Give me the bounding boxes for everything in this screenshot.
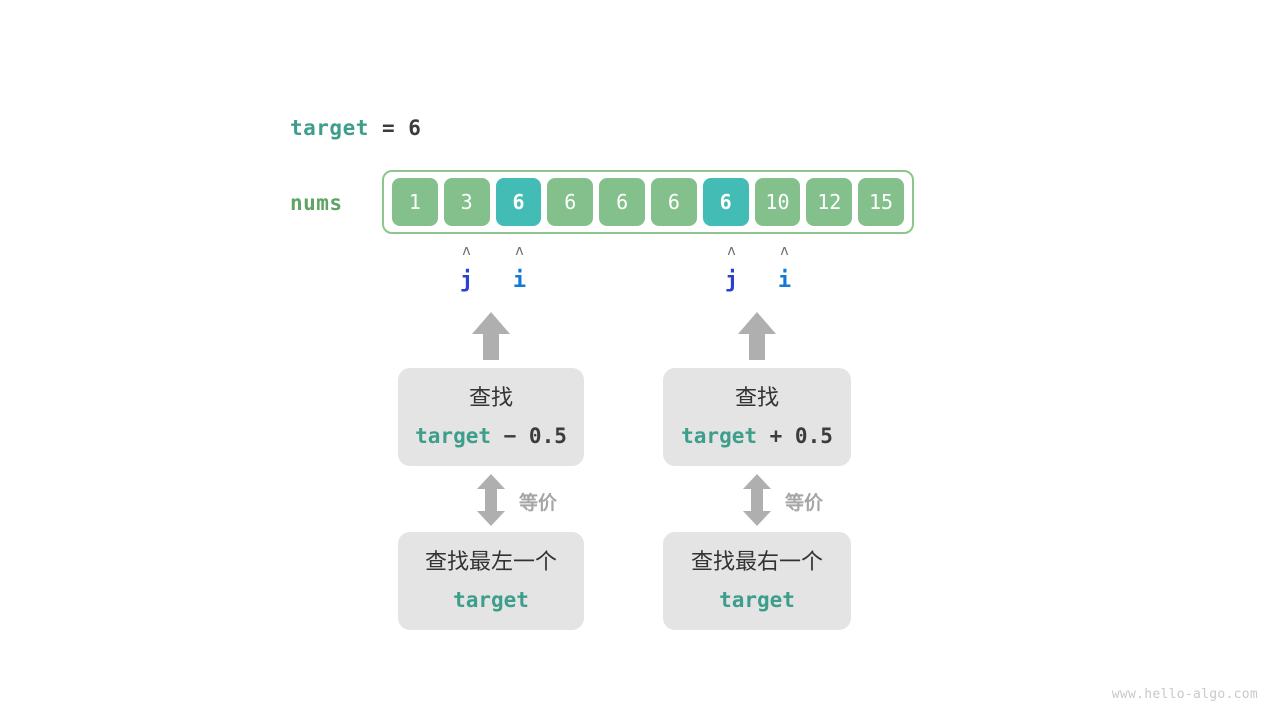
- site-watermark: www.hello-algo.com: [1111, 687, 1258, 702]
- box-right-top-code-name: target: [681, 424, 757, 448]
- pointer-caret-icon: ʌ: [727, 243, 736, 259]
- array-cell: 15: [858, 178, 904, 226]
- box-right-top-code-op: + 0.5: [757, 424, 833, 448]
- pointer-caret-icon: ʌ: [780, 243, 789, 259]
- array-cell: 3: [443, 178, 490, 226]
- box-left-bottom-code-name: target: [453, 588, 529, 612]
- double-arrow-icon-left: [477, 474, 505, 526]
- array-cell: 10: [754, 178, 801, 226]
- array-cell: 12: [806, 178, 853, 226]
- pointer-label: j: [459, 268, 474, 293]
- target-equals-sign: =: [368, 116, 409, 140]
- box-left-top-code: target − 0.5: [415, 421, 567, 451]
- box-left-top-text: 查找: [468, 385, 513, 410]
- array-cell: 6: [495, 178, 542, 226]
- box-right-bottom-code-name: target: [719, 588, 795, 612]
- pointer-caret-icon: ʌ: [462, 243, 471, 259]
- box-left-bottom-text: 查找最左一个: [424, 549, 557, 574]
- double-arrow-icon-right: [743, 474, 771, 526]
- array-cell: 6: [650, 178, 697, 226]
- target-value: 6: [408, 116, 422, 140]
- box-right-bottom-code: target: [719, 585, 795, 615]
- box-left-top-code-op: − 0.5: [491, 424, 567, 448]
- pointer-caret-icon: ʌ: [515, 243, 524, 259]
- pointer-label: j: [724, 268, 739, 293]
- equivalence-label-left: 等价: [519, 493, 558, 514]
- box-right-top-text: 查找: [734, 385, 779, 410]
- target-declaration: target = 6: [290, 112, 421, 144]
- array-cell: 1: [392, 178, 438, 226]
- box-right-bottom-text: 查找最右一个: [690, 549, 823, 574]
- box-search-target-plus-half: 查找 target + 0.5: [663, 368, 851, 466]
- box-left-bottom-code: target: [453, 585, 529, 615]
- equivalence-label-right: 等价: [785, 493, 824, 514]
- array-cell: 6: [702, 178, 749, 226]
- box-left-top-code-name: target: [415, 424, 491, 448]
- box-search-rightmost-target: 查找最右一个 target: [663, 532, 851, 630]
- up-arrow-icon-left: [472, 312, 510, 360]
- array-label: nums: [290, 191, 343, 215]
- target-variable-name: target: [290, 116, 369, 140]
- box-search-leftmost-target: 查找最左一个 target: [398, 532, 584, 630]
- box-search-target-minus-half: 查找 target − 0.5: [398, 368, 584, 466]
- array-cell: 6: [599, 178, 645, 226]
- pointer-label: i: [777, 268, 792, 293]
- box-right-top-code: target + 0.5: [681, 421, 833, 451]
- up-arrow-icon-right: [738, 312, 776, 360]
- array-cell: 6: [547, 178, 594, 226]
- pointer-label: i: [512, 268, 527, 293]
